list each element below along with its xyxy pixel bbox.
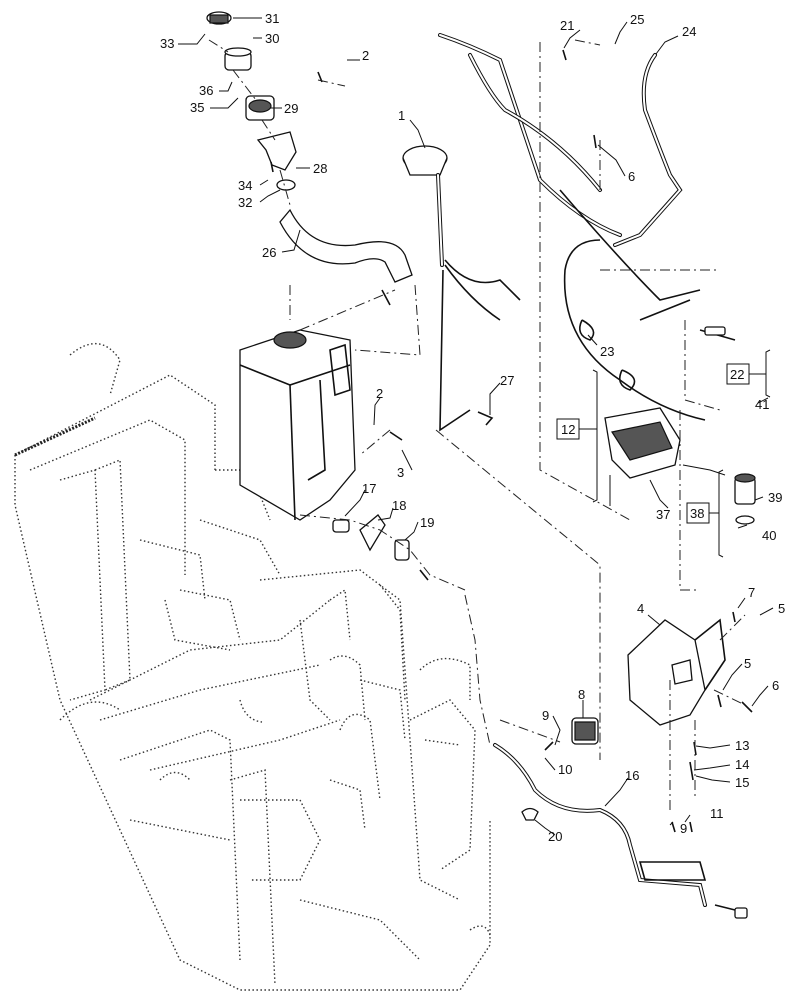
assembly-lines: [208, 39, 746, 810]
tractor-frame: [14, 342, 491, 991]
callout-16: 16: [625, 768, 639, 783]
callout-29: 29: [284, 101, 298, 116]
callout-2-mid: 2: [376, 386, 383, 401]
callout-14: 14: [735, 757, 749, 772]
callout-36: 36: [199, 83, 213, 98]
callout-17: 17: [362, 481, 376, 496]
callout-35: 35: [190, 100, 204, 115]
callout-13: 13: [735, 738, 749, 753]
callout-28: 28: [313, 161, 327, 176]
callout-25: 25: [630, 12, 644, 27]
callout-5-right: 5: [778, 601, 785, 616]
callout-4: 4: [637, 601, 644, 616]
callout-20: 20: [548, 829, 562, 844]
callout-1: 1: [398, 108, 405, 123]
callout-labels: 31 30 33 2 36 35 29 28 34 32 26 1 2 3 17…: [160, 11, 785, 844]
callout-11: 11: [710, 806, 724, 821]
leader-lines: [178, 17, 774, 836]
callout-3: 3: [397, 465, 404, 480]
callout-12: 12: [561, 422, 575, 437]
callout-7: 7: [748, 585, 755, 600]
callout-5-mid: 5: [744, 656, 751, 671]
callout-15: 15: [735, 775, 749, 790]
reference-brackets: [556, 349, 771, 558]
callout-27: 27: [500, 373, 514, 388]
callout-18: 18: [392, 498, 406, 513]
callout-26: 26: [262, 245, 276, 260]
callout-10: 10: [558, 762, 572, 777]
callout-33: 33: [160, 36, 174, 51]
callout-9-right: 9: [680, 821, 687, 836]
callout-6-bottom: 6: [772, 678, 779, 693]
callout-34: 34: [238, 178, 252, 193]
callout-38: 38: [690, 506, 704, 521]
callout-32: 32: [238, 195, 252, 210]
callout-37: 37: [656, 507, 670, 522]
callout-40: 40: [762, 528, 776, 543]
callout-30: 30: [265, 31, 279, 46]
callout-2-top: 2: [362, 48, 369, 63]
callout-24: 24: [682, 24, 696, 39]
callout-8: 8: [578, 687, 585, 702]
callout-23: 23: [600, 344, 614, 359]
callout-6-top: 6: [628, 169, 635, 184]
callout-39: 39: [768, 490, 782, 505]
callout-31: 31: [265, 11, 279, 26]
callout-9-left: 9: [542, 708, 549, 723]
parts: [206, 11, 756, 919]
callout-41: 41: [755, 397, 769, 412]
callout-22: 22: [730, 367, 744, 382]
callout-21: 21: [560, 18, 574, 33]
callout-19: 19: [420, 515, 434, 530]
